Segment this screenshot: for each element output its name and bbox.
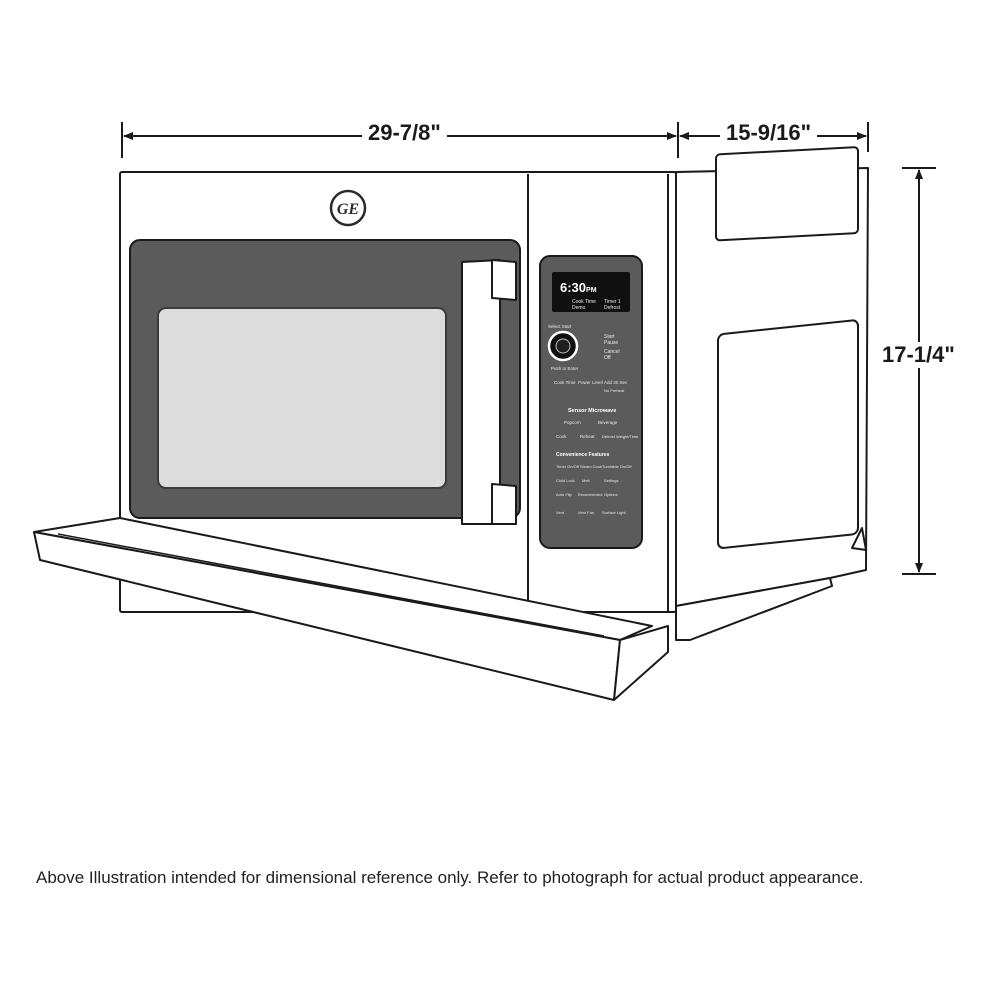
start-pause-label-2: Pause [604,340,618,346]
conv-button-3-3: Options [604,492,618,497]
dial-bottom-label: Push to Enter [551,366,579,371]
depth-dimension-label: 15-9/16" [720,120,818,146]
convenience-header: Convenience Features [556,452,610,458]
cancel-label-1: Cancel [604,349,620,355]
conv-button-4-2: Vent Fan [578,510,594,515]
control-dial-center [555,338,571,354]
bottom-tray-right-end [613,625,669,701]
display-right-1: Timer 1 [604,299,621,305]
conv-button-1-3: Turntable On/Off [602,464,632,469]
side-panel-bottom-lip [675,577,833,641]
display-left-1: Cook Time [572,299,596,305]
control-display [552,272,630,312]
sensor-button-popcorn: Popcorn [564,420,581,425]
door-window-glass [157,307,447,489]
door-handle-mount-bottom [491,483,517,525]
start-pause-label-1: Start [604,334,615,340]
conv-button-2-2: Melt [582,478,590,483]
ge-logo-circle [329,189,367,227]
display-left-2: Demo [572,305,586,311]
sensor-button-defrost: Defrost Weight/Time [602,434,639,439]
side-vent-top [715,146,859,242]
width-dimension-label: 29-7/8" [362,120,447,146]
sensor-button-beverage: Beverage [598,420,618,425]
display-clock: 6:30PM [560,280,597,295]
conv-button-3-1: Auto Flip [556,492,573,497]
sensor-button-cook: Cook [556,434,567,439]
door-handle-mount-top [491,259,517,301]
row1-button-1: Cook Time [554,380,576,385]
ge-logo-text: GE [337,201,359,218]
conv-button-2-1: Child Lock [556,478,575,483]
sensor-button-reheat: Reheat [580,434,595,439]
control-panel-details: 6:30PM Cook Time Demo Timer 1 Defrost Se… [547,272,639,515]
ge-logo: GE [329,189,367,227]
row1-button-3: Add 30 Sec [604,380,628,385]
conv-button-3-2: Recommended [578,493,602,497]
disclaimer-text: Above Illustration intended for dimensio… [36,868,864,887]
row1-button-2: Power Level [578,380,603,385]
cancel-label-2: Off [604,355,611,361]
conv-button-1-1: Timer On/Off [556,464,580,469]
bottom-tray-inner-line [57,533,605,637]
conv-button-1-2: Steam Cook [580,464,602,469]
conv-button-4-3: Surface Light [602,510,626,515]
sensor-header: Sensor Microwave [568,408,616,414]
control-panel [539,255,643,549]
conv-button-2-3: Settings [604,478,618,483]
microwave-illustration [33,146,869,701]
display-right-2: Defrost [604,305,621,311]
warning-triangle-icon [851,527,867,551]
side-recess-lower [717,319,859,549]
row1-button-3-sub: No Preheat [604,388,625,393]
conv-button-4-1: Vent [556,510,565,515]
height-dimension-label: 17-1/4" [880,342,957,368]
dial-top-label: Select Start [548,324,572,329]
